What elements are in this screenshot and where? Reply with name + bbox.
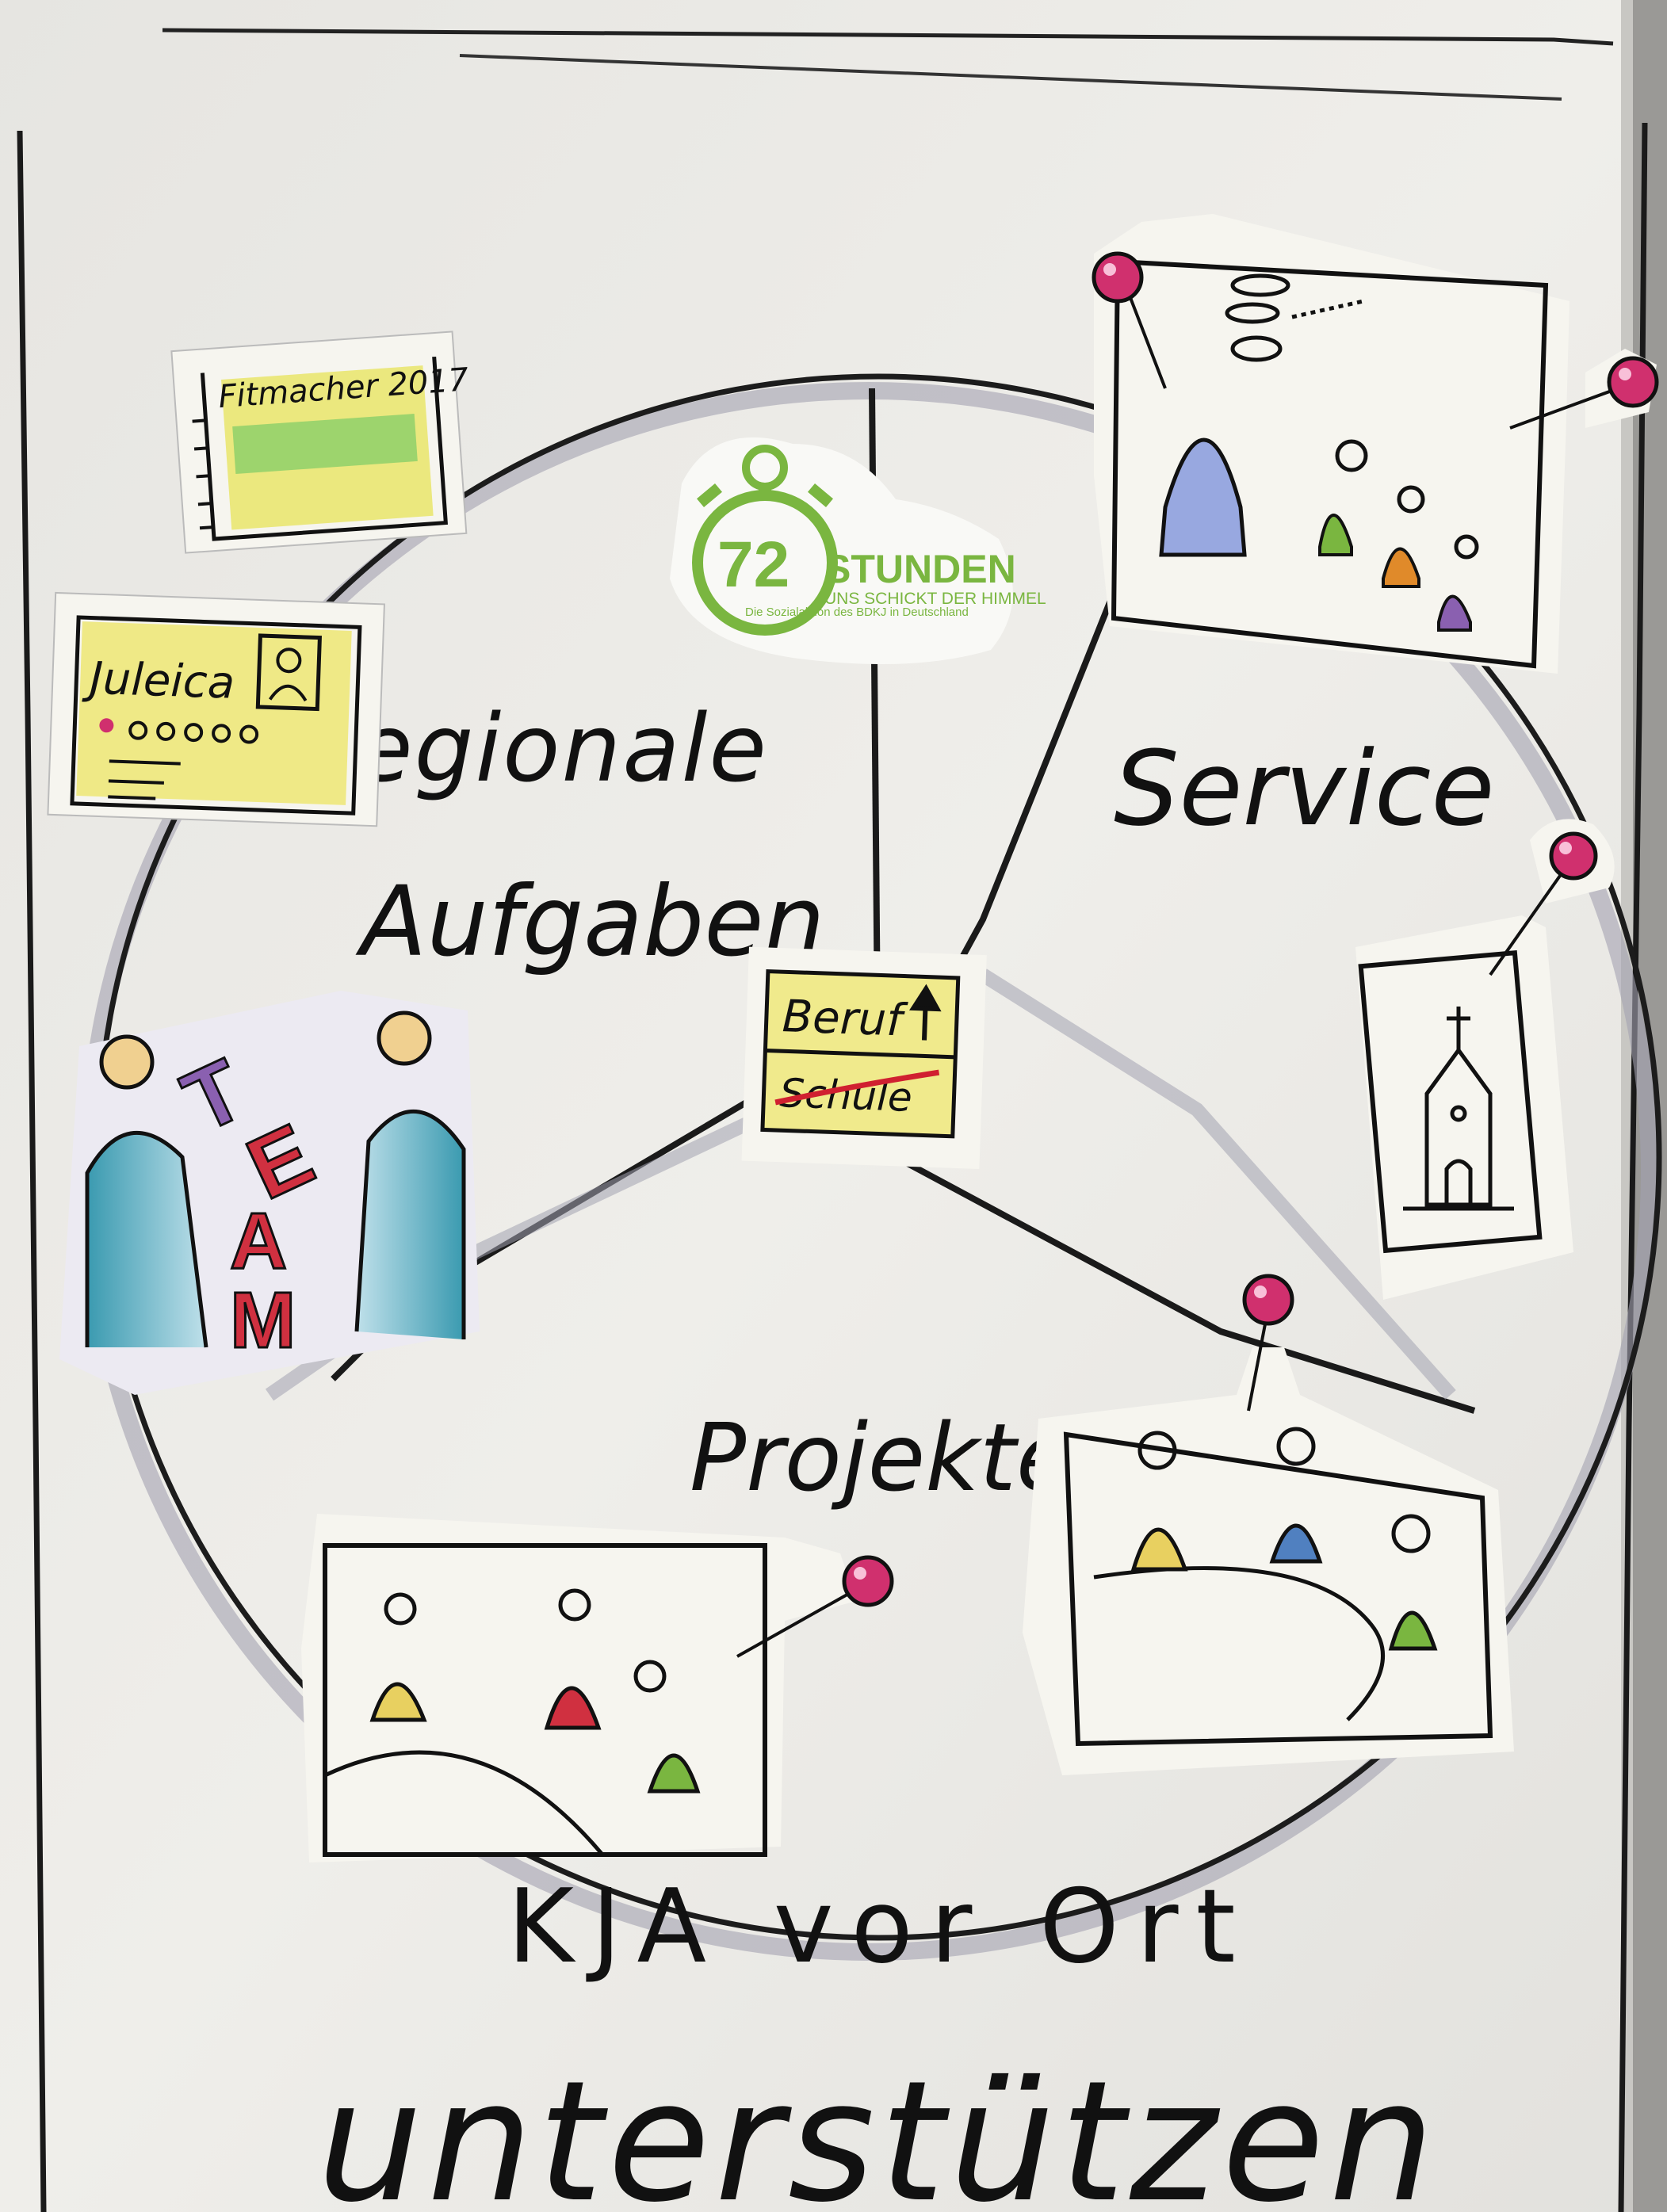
top-line [162, 28, 1614, 46]
church-icon [1403, 1007, 1514, 1211]
stunden-slogan: UNS SCHICKT DER HIMMEL [824, 590, 1046, 608]
stopwatch-icon [692, 445, 838, 636]
pushpin-icon [1242, 1274, 1294, 1412]
sticker-juleica: Juleica [47, 591, 385, 827]
left-frame-line [17, 130, 47, 2212]
sticker-service-group [1092, 214, 1659, 674]
stunden-word: STUNDEN [824, 547, 1016, 591]
team-letter-a: A [230, 1197, 287, 1286]
pushpin-icon [1509, 349, 1659, 430]
pushpin-icon [1092, 251, 1167, 389]
sticker-beruf-schule: Beruf Schule [741, 946, 987, 1169]
section-regional-line2: Aufgaben [355, 865, 825, 978]
sticker-72-stunden: 72 STUNDEN UNS SCHICKT DER HIMMEL Die So… [670, 437, 1046, 664]
person-icon [354, 1010, 466, 1339]
sticker-projects-table [1023, 1274, 1514, 1775]
stunden-number: 72 [717, 529, 790, 601]
footer-line2: unterstützen [317, 2045, 1440, 2212]
sticker-projects-thinking [301, 1514, 894, 1862]
section-regional-line1: egionale [355, 693, 768, 803]
divider-lower-right [894, 1154, 1476, 1414]
arrow-up-icon [909, 984, 942, 1041]
sticker-church [1355, 819, 1615, 1300]
person-icon [85, 1034, 208, 1348]
juleica-label: Juleica [81, 652, 235, 709]
id-card-icon [255, 633, 322, 712]
footer-line1: KJA vor Ort [507, 1868, 1253, 1986]
team-letter-m: M [230, 1276, 296, 1365]
right-frame-line [1618, 122, 1648, 2212]
section-service: Service [1114, 728, 1494, 849]
sticker-fitmacher: Fitmacher 2017 [170, 330, 470, 554]
sticker-team: T E A M [59, 991, 480, 1395]
top-line-2 [459, 54, 1562, 101]
stunden-tagline: Die Sozialaktion des BDKJ in Deutschland [745, 606, 969, 619]
pushpin-icon [736, 1555, 894, 1658]
section-projects: Projekte [690, 1403, 1073, 1512]
pushpin-icon [1489, 819, 1615, 976]
label-beruf: Beruf [782, 991, 909, 1046]
